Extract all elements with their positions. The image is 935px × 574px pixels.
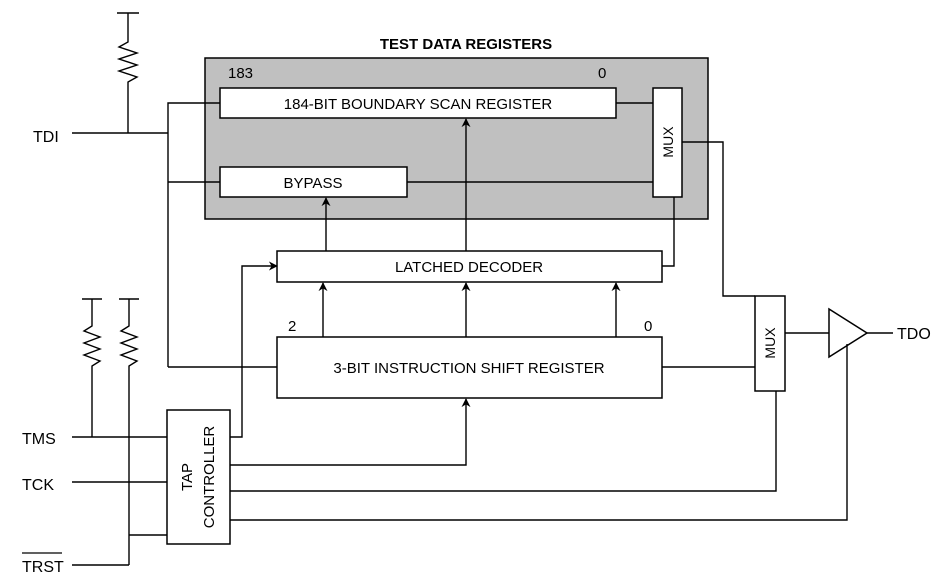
tdi-pullup-resistor <box>116 13 140 133</box>
trst-pullup-resistor <box>119 299 139 565</box>
boundary-scan-register <box>219 87 617 119</box>
tms-pullup-resistor <box>82 299 102 437</box>
output-mux-label: MUX <box>762 327 778 359</box>
pin-tdi: TDI <box>33 129 59 146</box>
tap-controller <box>166 409 231 545</box>
boundary-lsb-label: 0 <box>598 65 606 82</box>
instruction-msb-label: 2 <box>288 318 296 335</box>
instruction-shift-register-label: 3-BIT INSTRUCTION SHIFT REGISTER <box>333 360 604 377</box>
tap-controller-label-line2: CONTROLLER <box>201 426 218 529</box>
data-mux-label: MUX <box>660 126 676 158</box>
bypass-register <box>219 166 408 198</box>
pin-tdo: TDO <box>897 326 931 343</box>
tdo-output-buffer <box>828 307 869 359</box>
instruction-lsb-label: 0 <box>644 318 652 335</box>
bypass-register-label: BYPASS <box>284 175 343 192</box>
instruction-shift-register <box>276 336 663 399</box>
boundary-scan-register-label: 184-BIT BOUNDARY SCAN REGISTER <box>284 96 553 113</box>
latched-decoder <box>276 250 663 283</box>
output-mux <box>754 295 786 392</box>
boundary-msb-label: 183 <box>228 65 253 82</box>
pin-tms: TMS <box>22 431 56 448</box>
tap-controller-label-line1: TAP <box>179 463 196 491</box>
test-data-registers-title: TEST DATA REGISTERS <box>380 36 552 53</box>
latched-decoder-label: LATCHED DECODER <box>395 259 543 276</box>
pin-trst: TRST <box>22 559 64 574</box>
pin-tck: TCK <box>22 477 54 494</box>
